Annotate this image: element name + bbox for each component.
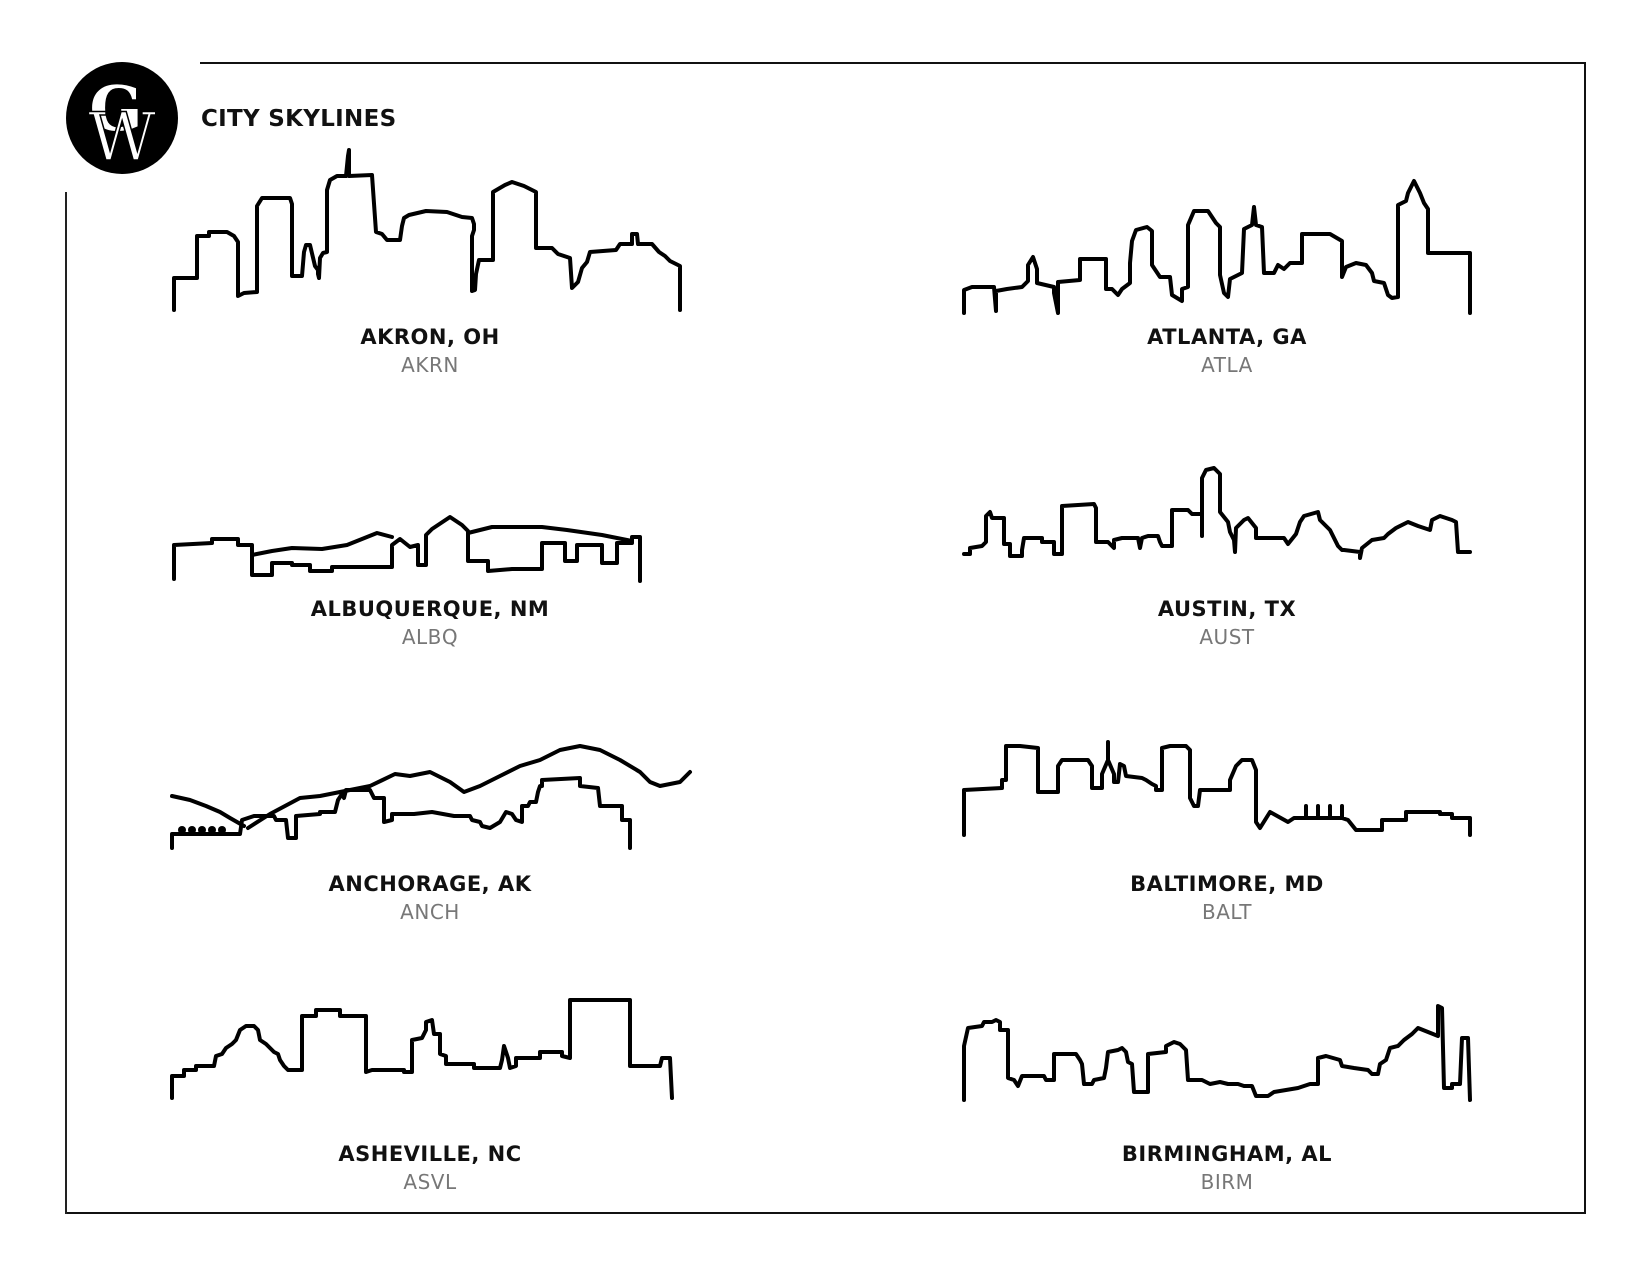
albuquerque-skyline-icon (172, 515, 642, 583)
city-name: ANCHORAGE, AK (328, 872, 532, 896)
asheville-skyline-icon (170, 998, 674, 1100)
city-name: ATLANTA, GA (1147, 325, 1307, 349)
skyline-akron (172, 148, 692, 313)
austin-skyline-icon (962, 466, 1472, 560)
svg-text:W: W (88, 99, 156, 174)
page-title: CITY SKYLINES (201, 106, 397, 132)
city-code: ALBQ (401, 625, 459, 649)
city-code: BIRM (1200, 1170, 1254, 1194)
frame-border-right (1584, 62, 1586, 1214)
city-label-albuquerque: ALBUQUERQUE, NM ALBQ (180, 597, 680, 649)
city-code: AUST (1199, 625, 1255, 649)
city-label-akron: AKRON, OH AKRN (180, 325, 680, 377)
city-code: BALT (1201, 900, 1252, 924)
skyline-albuquerque (172, 515, 692, 585)
city-code: ASVL (403, 1170, 457, 1194)
baltimore-skyline-icon (962, 740, 1472, 837)
city-label-birmingham: BIRMINGHAM, AL BIRM (977, 1142, 1477, 1194)
city-label-asheville: ASHEVILLE, NC ASVL (180, 1142, 680, 1194)
skyline-austin (962, 462, 1472, 562)
frame-border-bottom (65, 1212, 1586, 1214)
skyline-atlanta (962, 165, 1472, 315)
svg-text:G: G (90, 72, 143, 145)
skyline-baltimore (962, 740, 1472, 840)
city-name: AKRON, OH (360, 325, 500, 349)
city-label-baltimore: BALTIMORE, MD BALT (977, 872, 1477, 924)
city-label-atlanta: ATLANTA, GA ATLA (977, 325, 1477, 377)
skyline-birmingham (962, 1004, 1472, 1104)
gw-logo-icon: G W (66, 62, 178, 174)
frame-border-left (65, 192, 67, 1214)
atlanta-skyline-icon (962, 179, 1472, 315)
skyline-asheville (170, 994, 692, 1102)
city-label-anchorage: ANCHORAGE, AK ANCH (180, 872, 680, 924)
akron-skyline-icon (172, 148, 682, 312)
city-code: AKRN (401, 353, 459, 377)
city-label-austin: AUSTIN, TX AUST (977, 597, 1477, 649)
anchorage-skyline-icon (170, 744, 692, 850)
city-name: AUSTIN, TX (1157, 597, 1297, 621)
birmingham-skyline-icon (962, 1004, 1472, 1102)
frame-border-top (200, 62, 1586, 64)
city-name: ALBUQUERQUE, NM (310, 597, 550, 621)
city-name: BIRMINGHAM, AL (1121, 1142, 1333, 1166)
skyline-anchorage (170, 742, 692, 852)
city-code: ATLA (1201, 353, 1253, 377)
city-name: BALTIMORE, MD (1130, 872, 1324, 896)
city-code: ANCH (400, 900, 460, 924)
city-name: ASHEVILLE, NC (338, 1142, 522, 1166)
